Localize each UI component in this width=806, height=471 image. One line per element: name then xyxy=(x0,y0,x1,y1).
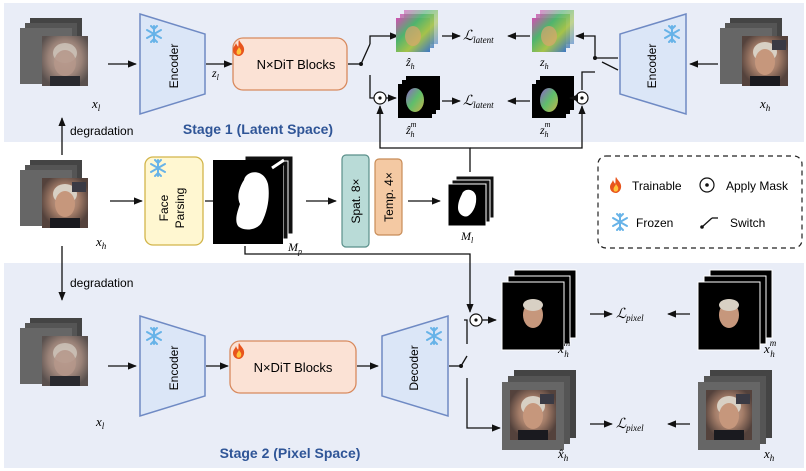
input-xl-stack-stage2 xyxy=(20,318,88,386)
legend-trainable: Trainable xyxy=(632,179,682,193)
x-hat-h-stack xyxy=(502,370,576,450)
svg-text:Encoder: Encoder xyxy=(167,346,181,391)
m-l-label: Ml xyxy=(460,229,474,245)
x-hat-h-label: x̂h xyxy=(557,446,569,463)
x-h-label-middle: xh xyxy=(95,234,107,251)
degradation-label-bottom: degradation xyxy=(70,276,133,290)
loss-latent-bottom: ℒlatent xyxy=(463,94,494,110)
x-h-label-stage2: xh xyxy=(763,446,775,463)
dit-blocks-stage2: N×DiT Blocks xyxy=(229,340,357,394)
svg-text:Spat. 8×: Spat. 8× xyxy=(349,178,363,223)
x-hm-stack xyxy=(697,269,773,351)
x-h-stack-stage2 xyxy=(698,370,772,450)
encoder-stage2: Encoder xyxy=(139,314,206,418)
legend-frozen: Frozen xyxy=(636,216,673,230)
z-h-stack xyxy=(532,10,574,52)
legend-switch: Switch xyxy=(730,216,765,230)
loss-pixel-bottom: ℒpixel xyxy=(616,417,644,433)
x-h-label-stage1: xh xyxy=(759,96,771,113)
stage2-title: Stage 2 (Pixel Space) xyxy=(220,445,361,461)
legend: Trainable Apply Mask Frozen Switch xyxy=(597,155,803,249)
svg-text:N×DiT Blocks: N×DiT Blocks xyxy=(257,57,336,72)
input-xh-stack-middle xyxy=(20,160,88,228)
z-hm-stack xyxy=(532,76,574,118)
mask-mp-stack xyxy=(213,155,294,245)
z-hat-hm-stack xyxy=(398,76,440,118)
x-hat-hm-stack xyxy=(501,269,577,351)
svg-text:Encoder: Encoder xyxy=(645,44,659,89)
z-l-label: zl xyxy=(211,66,220,82)
svg-text:Parsing: Parsing xyxy=(173,188,187,229)
x-l-label-stage2: xl xyxy=(95,414,105,431)
svg-text:Temp. 4×: Temp. 4× xyxy=(382,172,396,222)
input-xl-stack-stage1 xyxy=(20,18,88,86)
svg-text:Encoder: Encoder xyxy=(167,44,181,89)
temporal-downsample-block: Temp. 4× xyxy=(374,158,403,236)
decoder-stage2: Decoder xyxy=(381,314,449,418)
degradation-label-top: degradation xyxy=(70,124,133,138)
spatial-downsample-block: Spat. 8× xyxy=(341,154,370,248)
loss-pixel-top: ℒpixel xyxy=(616,307,644,323)
m-p-label: Mp xyxy=(287,240,302,256)
x-l-label-stage1: xl xyxy=(91,96,101,113)
dit-blocks-stage1: N×DiT Blocks xyxy=(232,37,348,91)
svg-text:N×DiT Blocks: N×DiT Blocks xyxy=(254,360,333,375)
input-xh-stack-stage1 xyxy=(720,18,788,86)
face-parsing-block: Face Parsing xyxy=(144,156,204,246)
loss-latent-top: ℒlatent xyxy=(463,29,494,45)
svg-text:Face: Face xyxy=(157,194,171,221)
z-h-label: zh xyxy=(539,55,549,71)
z-hat-h-stack xyxy=(396,10,438,52)
svg-text:Decoder: Decoder xyxy=(407,345,421,390)
z-hat-h-label: ẑh xyxy=(405,55,415,71)
mask-ml-stack xyxy=(447,175,495,227)
encoder-stage1: Encoder xyxy=(139,12,206,116)
switch-icon xyxy=(700,217,718,229)
encoder-hq-stage1: Encoder xyxy=(619,12,687,116)
stage1-title: Stage 1 (Latent Space) xyxy=(183,121,333,137)
legend-apply-mask: Apply Mask xyxy=(726,179,789,193)
